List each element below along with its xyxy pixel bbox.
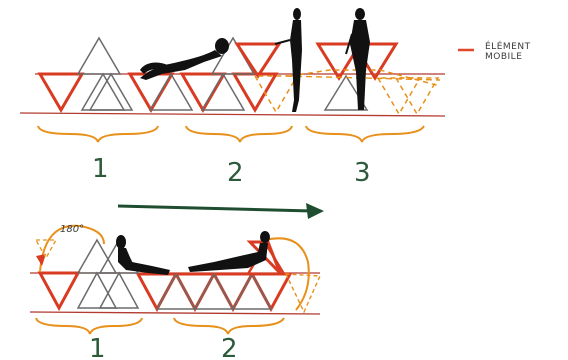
legend-label: ÉLÉMENT MOBILE [485,42,531,62]
top-label-2: 2 [227,158,244,188]
top-raised-mobile [234,42,399,81]
rotation-ghost [34,239,58,260]
rotation-arc-left [39,224,105,273]
bottom-mobile-triangles [37,271,293,313]
reclining-figure-top [140,38,229,80]
top-ghost-triangles [253,69,441,116]
top-rail-dashed [285,75,441,81]
bottom-fixed-triangles [76,238,273,310]
top-fixed-triangles [76,36,369,111]
bottom-brace-2 [173,317,285,335]
bottom-brace-1 [35,317,143,335]
bottom-triangle-module: 180° 1 2 [29,224,322,360]
reclining-figure-bottom-1 [116,235,170,275]
top-label-1: 1 [92,154,109,184]
standing-figure-top [274,8,302,112]
rotation-label: 180° [60,224,84,235]
direction-arrow [117,203,324,219]
top-brace-3 [305,125,425,143]
top-brace-1 [37,125,159,143]
top-label-3: 3 [354,158,371,188]
rotation-arc-right [265,237,310,311]
legend-line-2: MOBILE [485,52,523,62]
bottom-rail-lower [29,311,321,315]
legend-line-1: ÉLÉMENT [485,42,531,52]
leaning-figure-top [345,8,370,110]
top-triangle-module: 1 2 3 [19,8,446,188]
right-ghost-triangle [284,273,322,314]
rotation-arrowhead [36,254,46,266]
bottom-label-2: 2 [221,334,238,360]
top-rail-lower [19,112,446,117]
bottom-label-1: 1 [89,334,106,360]
reclining-figure-bottom-2 [188,231,270,272]
top-brace-2 [185,125,293,143]
